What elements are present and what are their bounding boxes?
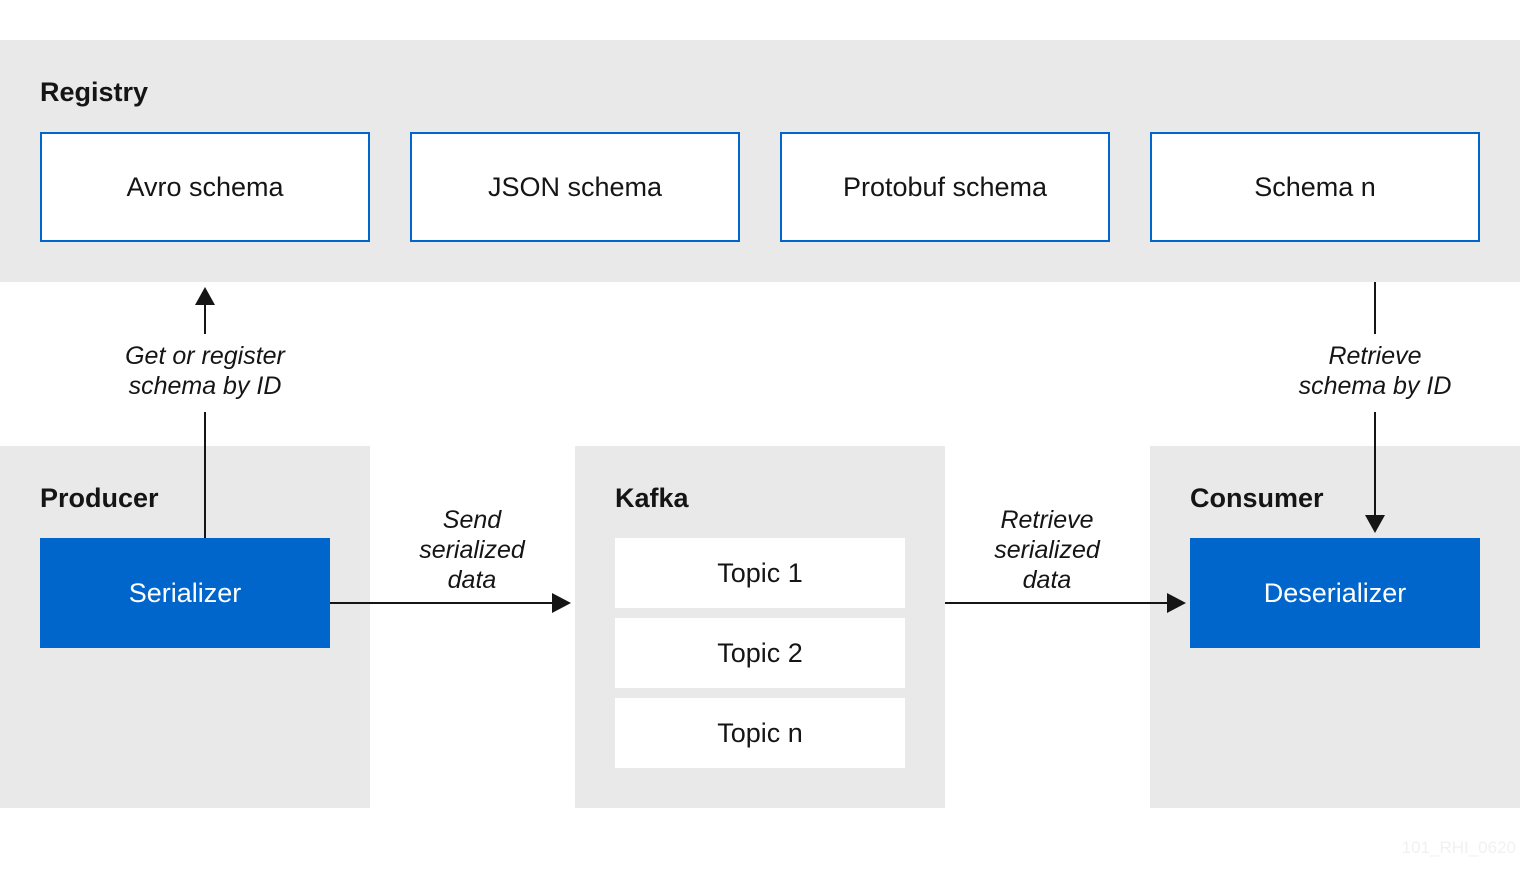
retrieve-data-edge-label: Retrieve serialized data (947, 505, 1147, 595)
send-label-line: Send (442, 506, 502, 534)
serializer-box: Serializer (40, 538, 330, 648)
topic-box-1: Topic 1 (615, 538, 905, 608)
producer-title: Producer (40, 483, 159, 513)
retrieve-data-label-line: serialized (994, 536, 1100, 564)
retrieve-data-label-line: Retrieve (1000, 506, 1094, 534)
retrieve-schema-label-line: Retrieve (1328, 342, 1422, 370)
register-label-line: schema by ID (128, 372, 282, 400)
registry-title: Registry (40, 77, 149, 107)
retrieve-data-label-line: data (1022, 566, 1072, 594)
schema-box-json: JSON schema (410, 132, 740, 242)
deserializer-box: Deserializer (1190, 538, 1480, 648)
topic-box-2: Topic 2 (615, 618, 905, 688)
schema-box-protobuf: Protobuf schema (780, 132, 1110, 242)
figure-id-watermark: 101_RHI_0620 (1401, 838, 1516, 857)
schema-box-n: Schema n (1150, 132, 1480, 242)
consumer-title: Consumer (1190, 483, 1324, 513)
topic-box-n: Topic n (615, 698, 905, 768)
register-label-line: Get or register (125, 342, 285, 370)
retrieve-data-arrowhead (1167, 593, 1186, 613)
kafka-title: Kafka (615, 483, 689, 513)
send-label-line: serialized (419, 536, 525, 564)
schema-box-avro: Avro schema (40, 132, 370, 242)
register-arrowhead (195, 287, 215, 305)
retrieve-schema-label-line: schema by ID (1298, 372, 1452, 400)
send-edge-label: Send serialized data (372, 505, 572, 595)
send-arrowhead (552, 593, 571, 613)
register-edge-label: Get or register schema by ID (95, 341, 315, 401)
send-label-line: data (447, 566, 497, 594)
retrieve-schema-edge-label: Retrieve schema by ID (1265, 341, 1485, 401)
retrieve-schema-arrowhead (1365, 515, 1385, 533)
